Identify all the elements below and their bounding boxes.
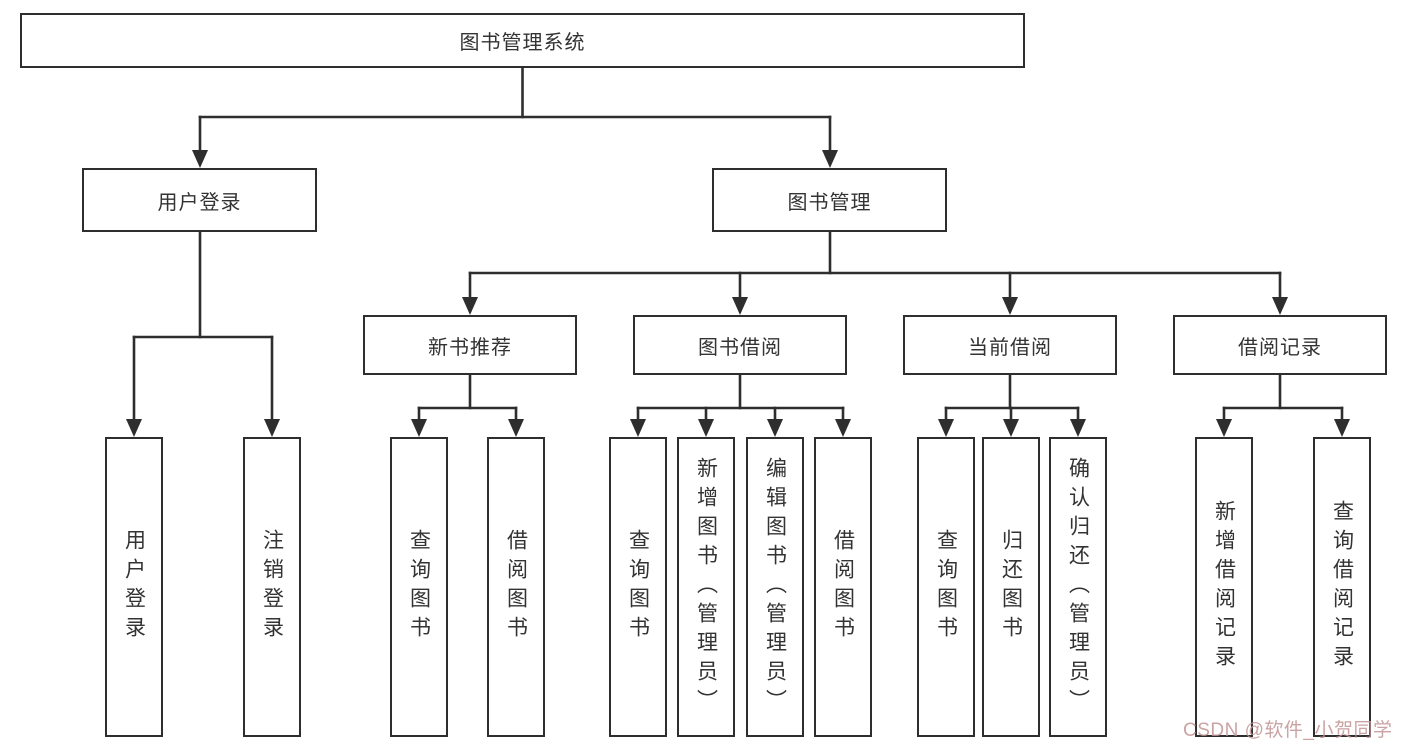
leaf-recommend-borrow-book-label: 借阅图书 — [504, 529, 528, 645]
leaf-edit-book-admin-label: 编辑图书（管理员） — [763, 456, 787, 718]
csdn-watermark: CSDN @软件_小贺同学 — [1183, 720, 1393, 741]
node-new-book-recommend-label: 新书推荐 — [428, 336, 512, 359]
node-root: 图书管理系统 — [20, 13, 1025, 68]
node-book-management: 图书管理 — [712, 168, 947, 232]
leaf-current-query-book: 查询图书 — [917, 437, 975, 737]
leaf-add-borrow-record-label: 新增借阅记录 — [1212, 500, 1236, 674]
leaf-borrow-query-book: 查询图书 — [609, 437, 667, 737]
leaf-add-book-admin-label: 新增图书（管理员） — [694, 456, 718, 718]
leaf-logout-label: 注销登录 — [260, 529, 284, 645]
leaf-confirm-return-admin: 确认归还（管理员） — [1049, 437, 1107, 737]
leaf-user-login-label: 用户登录 — [122, 529, 146, 645]
leaf-edit-book-admin: 编辑图书（管理员） — [746, 437, 804, 737]
leaf-recommend-borrow-book: 借阅图书 — [487, 437, 545, 737]
node-root-label: 图书管理系统 — [459, 32, 586, 54]
leaf-return-book: 归还图书 — [982, 437, 1040, 737]
leaf-current-query-book-label: 查询图书 — [934, 529, 958, 645]
leaf-query-borrow-record-label: 查询借阅记录 — [1330, 500, 1354, 674]
leaf-query-borrow-record: 查询借阅记录 — [1313, 437, 1371, 737]
node-current-borrow: 当前借阅 — [903, 315, 1117, 375]
leaf-recommend-query-book-label: 查询图书 — [407, 529, 431, 645]
node-user-login: 用户登录 — [82, 168, 317, 232]
leaf-logout: 注销登录 — [243, 437, 301, 737]
leaf-recommend-query-book: 查询图书 — [390, 437, 448, 737]
leaf-confirm-return-admin-label: 确认归还（管理员） — [1066, 456, 1090, 718]
node-book-borrow-label: 图书借阅 — [698, 336, 782, 359]
leaf-return-book-label: 归还图书 — [999, 529, 1023, 645]
node-book-borrow: 图书借阅 — [633, 315, 847, 375]
node-new-book-recommend: 新书推荐 — [363, 315, 577, 375]
leaf-borrow-query-book-label: 查询图书 — [626, 529, 650, 645]
leaf-add-borrow-record: 新增借阅记录 — [1195, 437, 1253, 737]
node-current-borrow-label: 当前借阅 — [968, 336, 1052, 359]
leaf-borrow-book-label: 借阅图书 — [831, 529, 855, 645]
node-borrow-record-label: 借阅记录 — [1238, 336, 1322, 359]
leaf-borrow-book: 借阅图书 — [814, 437, 872, 737]
node-book-management-label: 图书管理 — [787, 191, 872, 214]
leaf-add-book-admin: 新增图书（管理员） — [677, 437, 735, 737]
node-user-login-label: 用户登录 — [157, 191, 242, 214]
node-borrow-record: 借阅记录 — [1173, 315, 1387, 375]
leaf-user-login: 用户登录 — [105, 437, 163, 737]
